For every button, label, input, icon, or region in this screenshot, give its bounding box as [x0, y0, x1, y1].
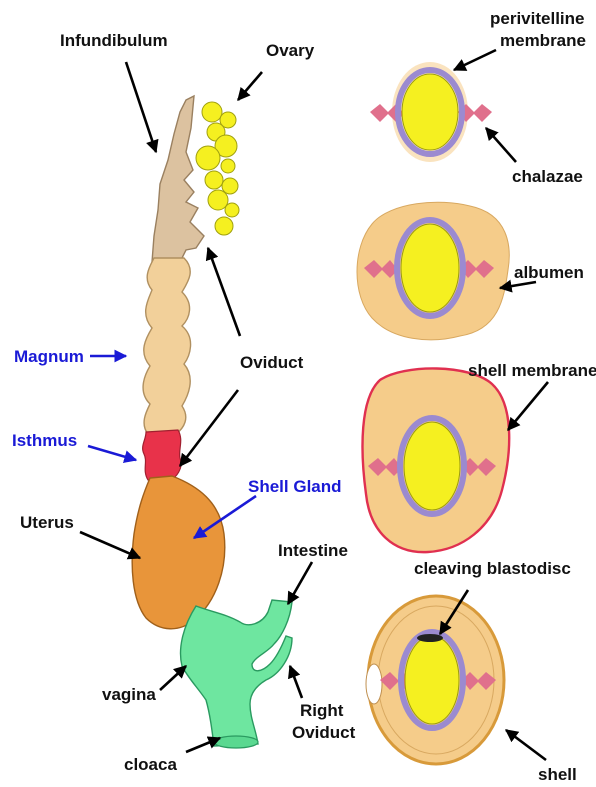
label-vagina: vagina	[102, 685, 156, 704]
yolk	[405, 636, 459, 724]
uterus-shape	[132, 476, 225, 629]
yolk	[404, 422, 460, 510]
ovary-follicle	[202, 102, 222, 122]
ovary-follicle	[205, 171, 223, 189]
label-uterus: Uterus	[20, 513, 74, 532]
label-chalazae: chalazae	[512, 167, 583, 186]
label-isthmus: Isthmus	[12, 431, 77, 450]
label-shell-membrane: shell membrane	[468, 361, 596, 380]
air-cell	[366, 664, 382, 704]
blastodisc	[417, 634, 443, 642]
arrow-intestine	[288, 562, 312, 604]
arrow-oviduct-upper	[208, 248, 240, 336]
arrow-shell-membrane	[508, 382, 548, 430]
label-perivitelline-line2: membrane	[500, 31, 586, 50]
arrow-shell	[506, 730, 546, 760]
label-shell: shell	[538, 765, 577, 784]
label-oviduct: Oviduct	[240, 353, 304, 372]
arrow-perivitelline	[454, 50, 496, 70]
ovary-follicle	[208, 190, 228, 210]
label-ovary: Ovary	[266, 41, 315, 60]
egg-stage-4	[366, 596, 504, 764]
arrow-chalazae	[486, 128, 516, 162]
label-right-oviduct-line1: Right	[300, 701, 344, 720]
label-intestine: Intestine	[278, 541, 348, 560]
arrow-right-oviduct	[290, 666, 302, 698]
label-perivitelline-line1: perivitelline	[490, 9, 584, 28]
arrow-ovary	[238, 72, 262, 100]
label-shell-gland: Shell Gland	[248, 477, 342, 496]
ovary-follicle	[222, 178, 238, 194]
magnum-shape	[143, 258, 191, 434]
ovary-follicle	[221, 159, 235, 173]
arrow-uterus	[80, 532, 140, 558]
label-magnum: Magnum	[14, 347, 84, 366]
arrow-vagina	[160, 666, 186, 690]
label-albumen: albumen	[514, 263, 584, 282]
infundibulum-shape	[152, 96, 204, 262]
arrow-oviduct-lower	[180, 390, 238, 466]
yolk	[402, 74, 458, 150]
label-infundibulum: Infundibulum	[60, 31, 168, 50]
ovary-follicle	[215, 217, 233, 235]
egg-stage-2	[357, 202, 509, 340]
labels: Infundibulum Ovary Magnum Oviduct Isthmu…	[12, 9, 596, 784]
egg-stage-3	[363, 368, 510, 552]
ovary-follicle	[225, 203, 239, 217]
ovary-follicle	[196, 146, 220, 170]
cloaca-opening	[214, 736, 258, 748]
arrow-infundibulum	[126, 62, 156, 152]
yolk	[401, 224, 459, 312]
ovary-drawing	[196, 102, 239, 235]
cloaca-shape	[181, 600, 292, 746]
arrow-isthmus	[88, 446, 136, 460]
label-right-oviduct-line2: Oviduct	[292, 723, 356, 742]
label-cleaving-blastodisc: cleaving blastodisc	[414, 559, 571, 578]
isthmus-shape	[143, 430, 181, 480]
egg-stage-1	[370, 62, 492, 162]
label-cloaca: cloaca	[124, 755, 177, 774]
